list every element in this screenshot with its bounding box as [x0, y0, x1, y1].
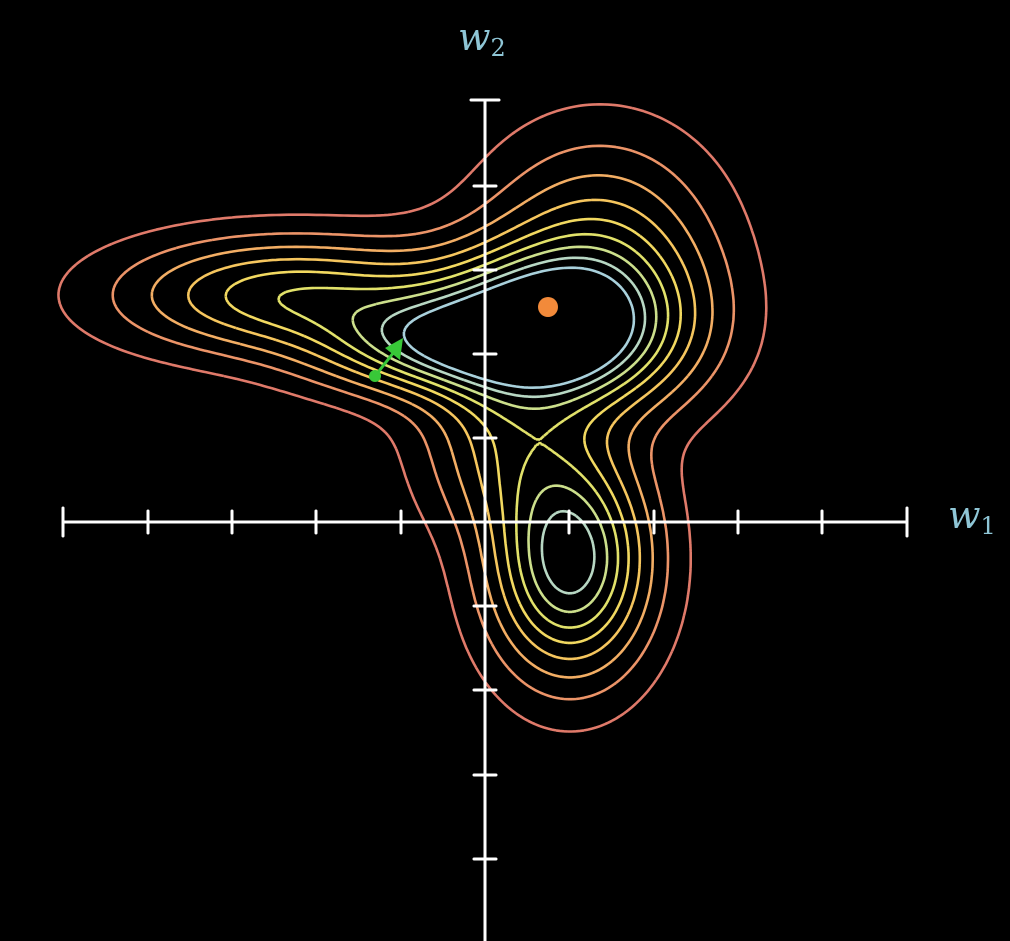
- contour-line-level-3: [150, 174, 714, 679]
- contour-line-level-5: [224, 217, 682, 645]
- current-weight-point: [369, 370, 381, 382]
- gradient-arrow-head: [385, 338, 403, 360]
- y-axis-label: w2: [458, 15, 506, 62]
- y-axis: [469, 98, 501, 941]
- contour-line-level-7: [351, 245, 658, 614]
- contour-line-level-6: [277, 232, 670, 629]
- contour-line-level-2: [111, 144, 736, 701]
- x-axis-ticks: [61, 506, 909, 538]
- contour-lines: [57, 103, 768, 733]
- x-axis-label: w1: [948, 493, 996, 540]
- contour-line-level-4: [186, 198, 697, 661]
- contour-line-level-1: [57, 103, 768, 733]
- contour-line-level-9: [402, 266, 636, 389]
- minimum-point: [538, 297, 558, 317]
- y-axis-ticks: [469, 98, 501, 861]
